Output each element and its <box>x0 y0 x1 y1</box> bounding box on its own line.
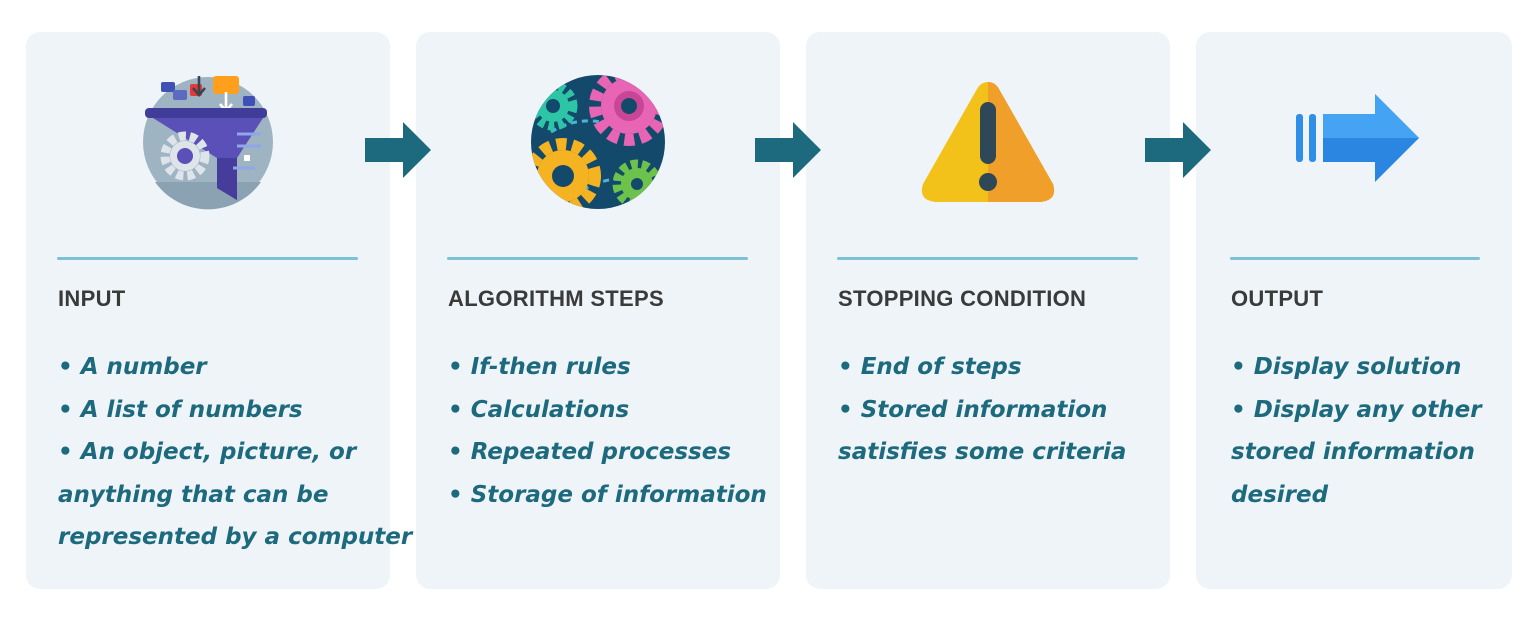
stage-title: INPUT <box>58 286 126 311</box>
stage-item: • A number <box>58 354 207 380</box>
stage-divider <box>57 257 358 260</box>
stage-item: • End of steps <box>838 354 1022 380</box>
flow-arrow-icon <box>1145 122 1211 178</box>
stage-item: represented by a computer <box>58 524 413 550</box>
stage-items-list: • End of steps • Stored information sati… <box>838 346 1162 474</box>
stage-item: • An object, picture, or <box>58 439 357 465</box>
stage-item: stored information <box>1231 439 1475 465</box>
stage-item: anything that can be <box>58 481 329 508</box>
stage-items-list: • If-then rules • Calculations • Repeate… <box>448 346 772 516</box>
stage-card-algorithm-steps: ALGORITHM STEPS • If-then rules • Calcul… <box>416 32 780 589</box>
stage-title: ALGORITHM STEPS <box>448 286 664 311</box>
stage-item: • Storage of information <box>448 481 767 508</box>
stage-item: • Repeated processes <box>448 439 732 465</box>
stage-divider <box>1230 257 1480 260</box>
stage-item: desired <box>1231 481 1329 508</box>
stage-title: STOPPING CONDITION <box>838 286 1087 311</box>
stage-item: satisfies some criteria <box>838 439 1127 465</box>
warning-icon <box>806 72 1170 222</box>
stage-item: • Calculations <box>448 396 630 423</box>
forward-arrow-icon <box>1196 72 1512 222</box>
stage-items-list: • Display solution • Display any other s… <box>1231 346 1504 516</box>
stage-title: OUTPUT <box>1231 286 1324 311</box>
flow-arrow-icon <box>365 122 431 178</box>
stage-item: • Stored information <box>838 396 1108 423</box>
stage-items-list: • A number • A list of numbers • An obje… <box>58 346 413 559</box>
stage-divider <box>447 257 748 260</box>
stage-card-output: OUTPUT • Display solution • Display any … <box>1196 32 1512 589</box>
flow-arrow-icon <box>755 122 821 178</box>
stage-card-input: INPUT • A number • A list of numbers • A… <box>26 32 413 589</box>
stage-item: • A list of numbers <box>58 396 303 423</box>
stage-item: • Display solution <box>1231 354 1462 380</box>
gears-icon <box>416 72 780 222</box>
stage-divider <box>837 257 1138 260</box>
stage-item: • If-then rules <box>448 354 631 380</box>
stage-item: • Display any other <box>1231 396 1482 423</box>
funnel-gear-icon <box>26 72 390 222</box>
stage-card-stopping-condition: STOPPING CONDITION • End of steps • Stor… <box>806 32 1170 589</box>
